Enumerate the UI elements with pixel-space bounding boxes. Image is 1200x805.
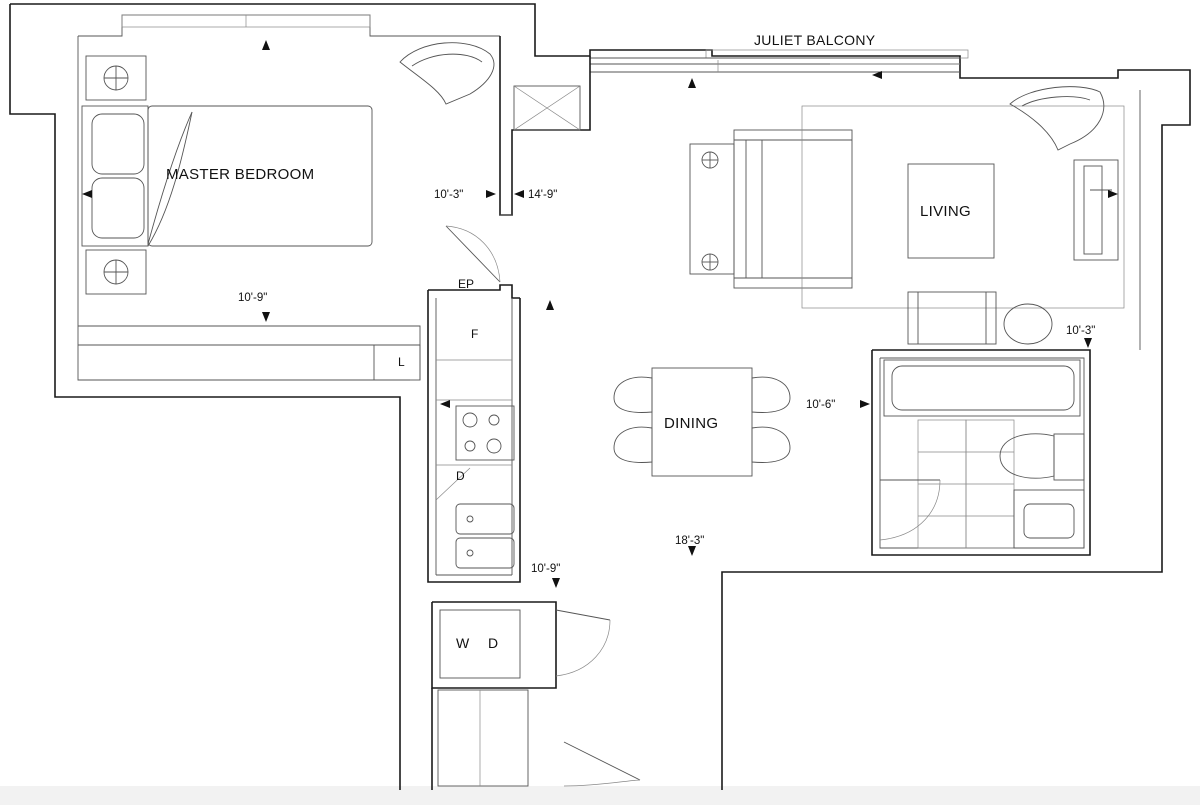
media-unit [1073, 159, 1119, 261]
fixture-label-fridge: F [471, 327, 478, 341]
dimension-bath-width: 10'-6" [806, 399, 835, 411]
dimension-dining-length: 18'-3" [675, 535, 704, 547]
bedroom-window [121, 14, 371, 28]
living-rug [801, 105, 1125, 309]
interior-walls [78, 36, 1091, 790]
cooktop [455, 405, 515, 461]
dimension-bedroom-depth: 10'-3" [434, 189, 463, 201]
fixture-label-linen: L [398, 355, 405, 369]
nightstand-bottom [85, 249, 147, 295]
sofa [689, 129, 853, 289]
coffee-table [907, 163, 995, 259]
room-label-master-bedroom: MASTER BEDROOM [166, 166, 314, 183]
dimension-living-depth: 14'-9" [528, 189, 557, 201]
fixture-label-dryer: D [488, 635, 498, 651]
laundry-door [555, 609, 611, 677]
bedroom-door [445, 225, 501, 283]
bathroom-vanity [1013, 489, 1085, 549]
kitchen-sink [455, 503, 515, 569]
dimension-arrows [82, 40, 1118, 588]
fixture-label-washer: W [456, 635, 470, 651]
bed [81, 105, 373, 247]
dimension-laundry-width: 10'-9" [531, 563, 560, 575]
dimension-living-width: 10'-3" [1066, 325, 1095, 337]
living-chair [907, 291, 997, 345]
dining-table [651, 367, 753, 477]
living-side-tables [701, 151, 719, 271]
room-label-juliet-balcony: JULIET BALCONY [754, 32, 876, 48]
closet-shaft [513, 85, 581, 131]
juliet-balcony-rail [590, 49, 969, 72]
dining-chairs [613, 376, 791, 463]
fixture-label-dishwasher: D [456, 469, 465, 483]
bathroom-door [879, 479, 941, 541]
fixture-label-ep: EP [458, 277, 474, 291]
dimension-bedroom-width: 10'-9" [238, 292, 267, 304]
room-label-living: LIVING [920, 203, 971, 220]
entry-door [563, 741, 641, 787]
dishwasher-swing [435, 467, 471, 501]
toilet [999, 433, 1085, 481]
room-label-dining: DINING [664, 415, 718, 432]
linen-closet [373, 344, 421, 381]
nightstand-top [85, 55, 147, 101]
bedroom-armchair [399, 42, 495, 105]
living-armchair [1009, 86, 1105, 151]
bath-tile-floor [917, 419, 1015, 549]
exterior-walls [9, 3, 1191, 790]
bathtub [883, 359, 1081, 417]
bottom-strip [0, 786, 1200, 805]
living-side-table-round [1003, 303, 1053, 345]
